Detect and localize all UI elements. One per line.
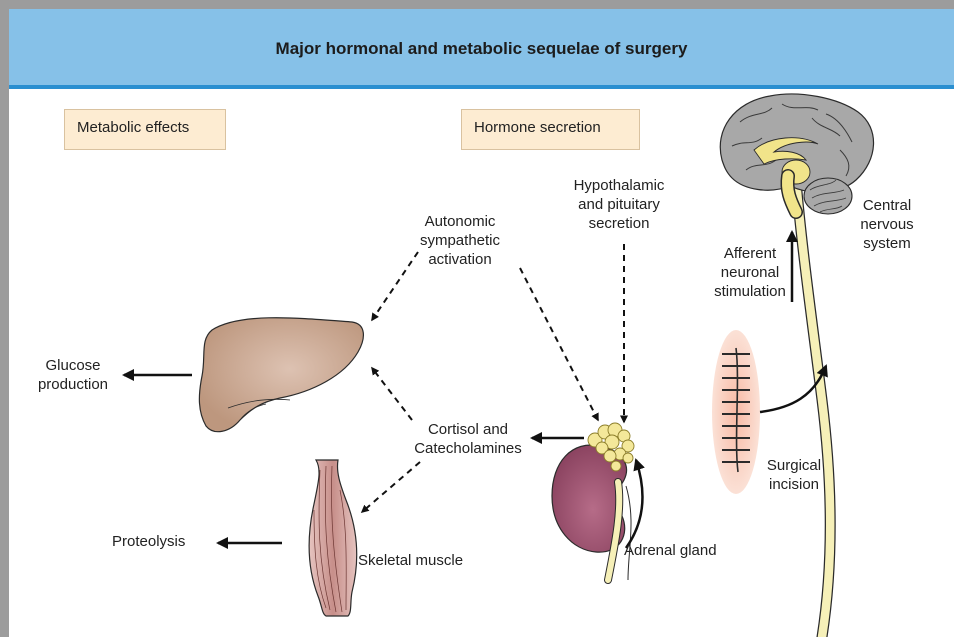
label-line: Glucose (28, 356, 118, 375)
label-line: secretion (558, 214, 680, 233)
skeletal-muscle-illustration (309, 460, 357, 616)
arrow-autonomic-to-adrenal (520, 268, 598, 420)
label-line: Hypothalamic (558, 176, 680, 195)
label-adrenal-gland: Adrenal gland (624, 541, 717, 560)
surgical-incision-illustration (712, 330, 760, 494)
label-line: Catecholamines (406, 439, 530, 458)
label-central-nervous-system: Central nervous system (852, 196, 922, 253)
label-line: neuronal (708, 263, 792, 282)
label-line: and pituitary (558, 195, 680, 214)
label-line: Cortisol and (406, 420, 530, 439)
label-surgical-incision: Surgical incision (756, 456, 832, 494)
label-line: nervous (852, 215, 922, 234)
arrow-to-adrenal-upward (626, 460, 643, 548)
label-line: activation (405, 250, 515, 269)
cerebellum (804, 178, 852, 214)
label-skeletal-muscle: Skeletal muscle (358, 551, 463, 570)
label-line: Surgical (756, 456, 832, 475)
spinal-cord-illustration (796, 180, 830, 637)
label-afferent-stimulation: Afferent neuronal stimulation (708, 244, 792, 301)
label-line: production (28, 375, 118, 394)
label-autonomic-activation: Autonomic sympathetic activation (405, 212, 515, 269)
label-line: Afferent (708, 244, 792, 263)
label-line: Central (852, 196, 922, 215)
arrow-cortisol-to-liver (372, 368, 412, 420)
label-line: stimulation (708, 282, 792, 301)
arrow-cortisol-to-muscle (362, 462, 420, 512)
label-proteolysis: Proteolysis (112, 532, 185, 551)
label-line: sympathetic (405, 231, 515, 250)
label-line: incision (756, 475, 832, 494)
label-line: system (852, 234, 922, 253)
label-line: Autonomic (405, 212, 515, 231)
kidney-adrenal-illustration (552, 423, 634, 580)
liver-illustration (199, 318, 363, 432)
label-hypothalamic-pituitary: Hypothalamic and pituitary secretion (558, 176, 680, 233)
label-glucose-production: Glucose production (28, 356, 118, 394)
label-cortisol-catecholamines: Cortisol and Catecholamines (406, 420, 530, 458)
